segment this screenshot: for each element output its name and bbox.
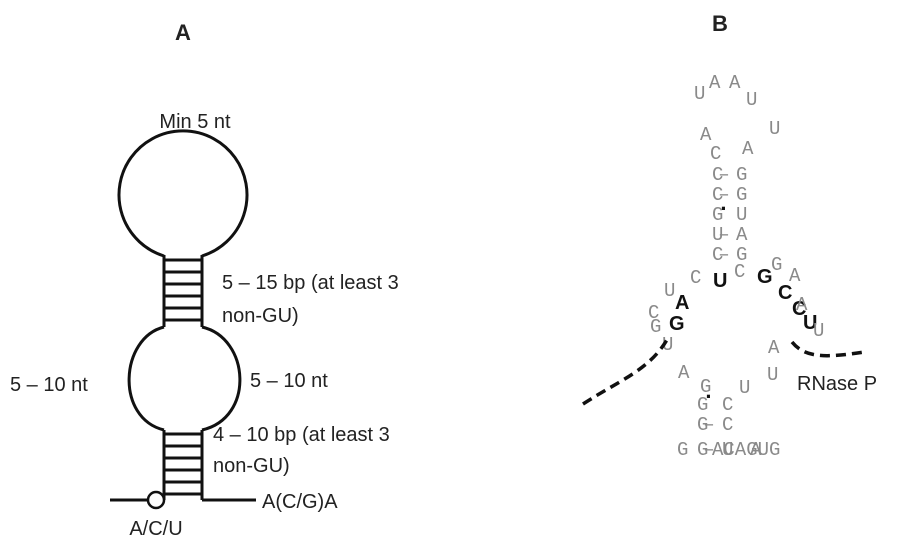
nucleotide: U bbox=[813, 320, 824, 342]
nucleotide: G bbox=[736, 164, 747, 186]
loop-size-label: Min 5 nt bbox=[159, 111, 231, 133]
nucleotide: A bbox=[709, 72, 721, 94]
base-pair-bond: – bbox=[718, 184, 729, 206]
nucleotide: C bbox=[792, 298, 806, 320]
nucleotide: C bbox=[712, 164, 723, 186]
nucleotide: C bbox=[734, 261, 745, 283]
nucleotide: U bbox=[722, 439, 733, 461]
nucleotide: G bbox=[736, 244, 747, 266]
nucleotide: C bbox=[722, 394, 733, 416]
nucleotide: U bbox=[803, 312, 817, 334]
upper-stem-base-pairs bbox=[164, 258, 202, 322]
base-pair-bond: · bbox=[720, 196, 727, 221]
nucleotide: U bbox=[739, 377, 750, 399]
nucleotide: G bbox=[757, 266, 773, 288]
lower-stem-label-line2: non-GU) bbox=[213, 455, 290, 477]
nucleotide: G bbox=[677, 439, 688, 461]
upper-stem-label-line2: non-GU) bbox=[222, 305, 299, 327]
nucleotide: G bbox=[697, 439, 708, 461]
bulge-right-label: 5 – 10 nt bbox=[250, 370, 328, 392]
nucleotide: C bbox=[710, 143, 721, 165]
nucleotide: U bbox=[694, 83, 705, 105]
internal-bulge-left bbox=[127, 325, 165, 432]
base-pair-bond: · bbox=[705, 384, 712, 409]
base-pair-bond: – bbox=[718, 244, 729, 266]
five-prime-dashed-strand bbox=[582, 337, 670, 406]
nucleotide: A bbox=[742, 138, 754, 160]
nucleotide: U bbox=[664, 280, 675, 302]
nucleotide: C bbox=[648, 302, 659, 324]
upper-stem-label-line1: 5 – 15 bp (at least 3 bbox=[222, 272, 399, 294]
internal-bulge-right bbox=[201, 325, 242, 432]
panel-b-label: B bbox=[712, 11, 728, 36]
nucleotide: G bbox=[771, 254, 782, 276]
nucleotide: U bbox=[746, 89, 757, 111]
bulge-left-label: 5 – 10 nt bbox=[10, 374, 88, 396]
nucleotide: C bbox=[722, 414, 733, 436]
nucleotide: G bbox=[712, 204, 723, 226]
unpaired-base-label: A/C/U bbox=[129, 518, 182, 540]
nucleotide: U bbox=[662, 334, 673, 356]
nucleotide: C bbox=[778, 282, 792, 304]
nucleotide: G bbox=[697, 414, 708, 436]
nucleotide: A bbox=[675, 292, 689, 314]
nucleotide: A bbox=[789, 265, 801, 287]
base-pair-bond: – bbox=[703, 414, 714, 436]
nucleotide: U bbox=[712, 224, 723, 246]
nucleotide: G bbox=[697, 394, 708, 416]
nucleotide: A bbox=[750, 439, 762, 461]
lower-stem-label-line1: 4 – 10 bp (at least 3 bbox=[213, 424, 390, 446]
three-prime-motif-label: A(C/G)A bbox=[262, 491, 338, 513]
nucleotide: U bbox=[767, 364, 778, 386]
nucleotide: C bbox=[712, 244, 723, 266]
nucleotide: C bbox=[712, 184, 723, 206]
nucleotide: A bbox=[736, 224, 748, 246]
terminal-loop bbox=[117, 129, 249, 258]
nucleotide: A bbox=[768, 337, 780, 359]
base-pair-bond: – bbox=[718, 164, 729, 186]
nucleotide: A bbox=[729, 72, 741, 94]
panel-a-label: A bbox=[175, 20, 191, 45]
nucleotide: G bbox=[736, 184, 747, 206]
nucleotide: U bbox=[736, 204, 747, 226]
unpaired-base-circle bbox=[146, 490, 166, 510]
nucleotide: U bbox=[769, 118, 780, 140]
nucleotide: A bbox=[796, 294, 808, 316]
nucleotide: U bbox=[713, 270, 727, 292]
rnase-p-dashed-strand bbox=[790, 340, 865, 358]
nucleotide: G bbox=[700, 376, 711, 398]
nucleotide: C bbox=[690, 267, 701, 289]
panel-a-diagram bbox=[110, 129, 256, 510]
nucleotide: G bbox=[650, 316, 661, 338]
nucleotide: A bbox=[678, 362, 690, 384]
nucleotide: A bbox=[700, 124, 712, 146]
nucleotide: G bbox=[669, 313, 685, 335]
base-pair-bond: – bbox=[718, 224, 729, 246]
lower-stem-base-pairs bbox=[164, 432, 202, 496]
tail-sequence: ACAGUG bbox=[712, 439, 780, 461]
base-pair-bond: – bbox=[703, 439, 714, 461]
rnase-p-label: RNase P bbox=[797, 373, 877, 395]
